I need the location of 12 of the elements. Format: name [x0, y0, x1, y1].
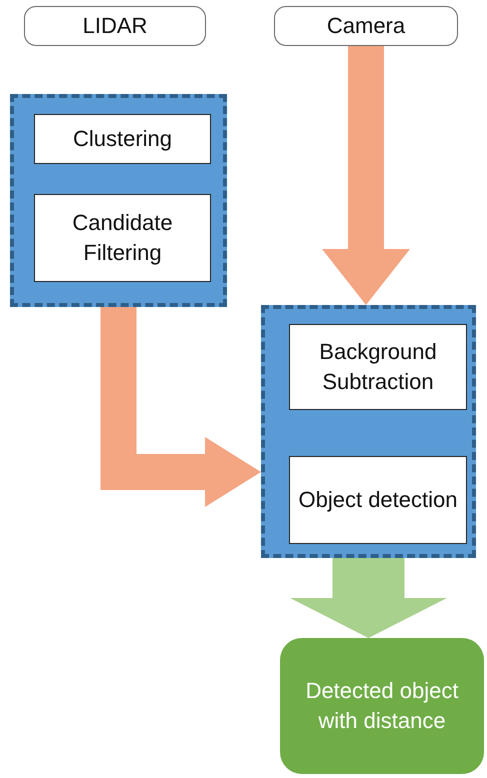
process-box: Background Subtraction	[289, 324, 467, 410]
result-box: Detected object with distance	[280, 638, 484, 774]
process-box: Clustering	[34, 114, 211, 164]
block-arrow	[322, 46, 410, 305]
sensor-box: Camera	[274, 6, 458, 46]
group-panel	[261, 305, 476, 558]
block-arrow	[290, 558, 447, 638]
process-box: Object detection	[289, 456, 467, 544]
sensor-box: LIDAR	[24, 6, 206, 46]
group-panel	[10, 94, 227, 307]
process-box: Candidate Filtering	[34, 194, 211, 282]
block-arrow	[100, 307, 261, 507]
